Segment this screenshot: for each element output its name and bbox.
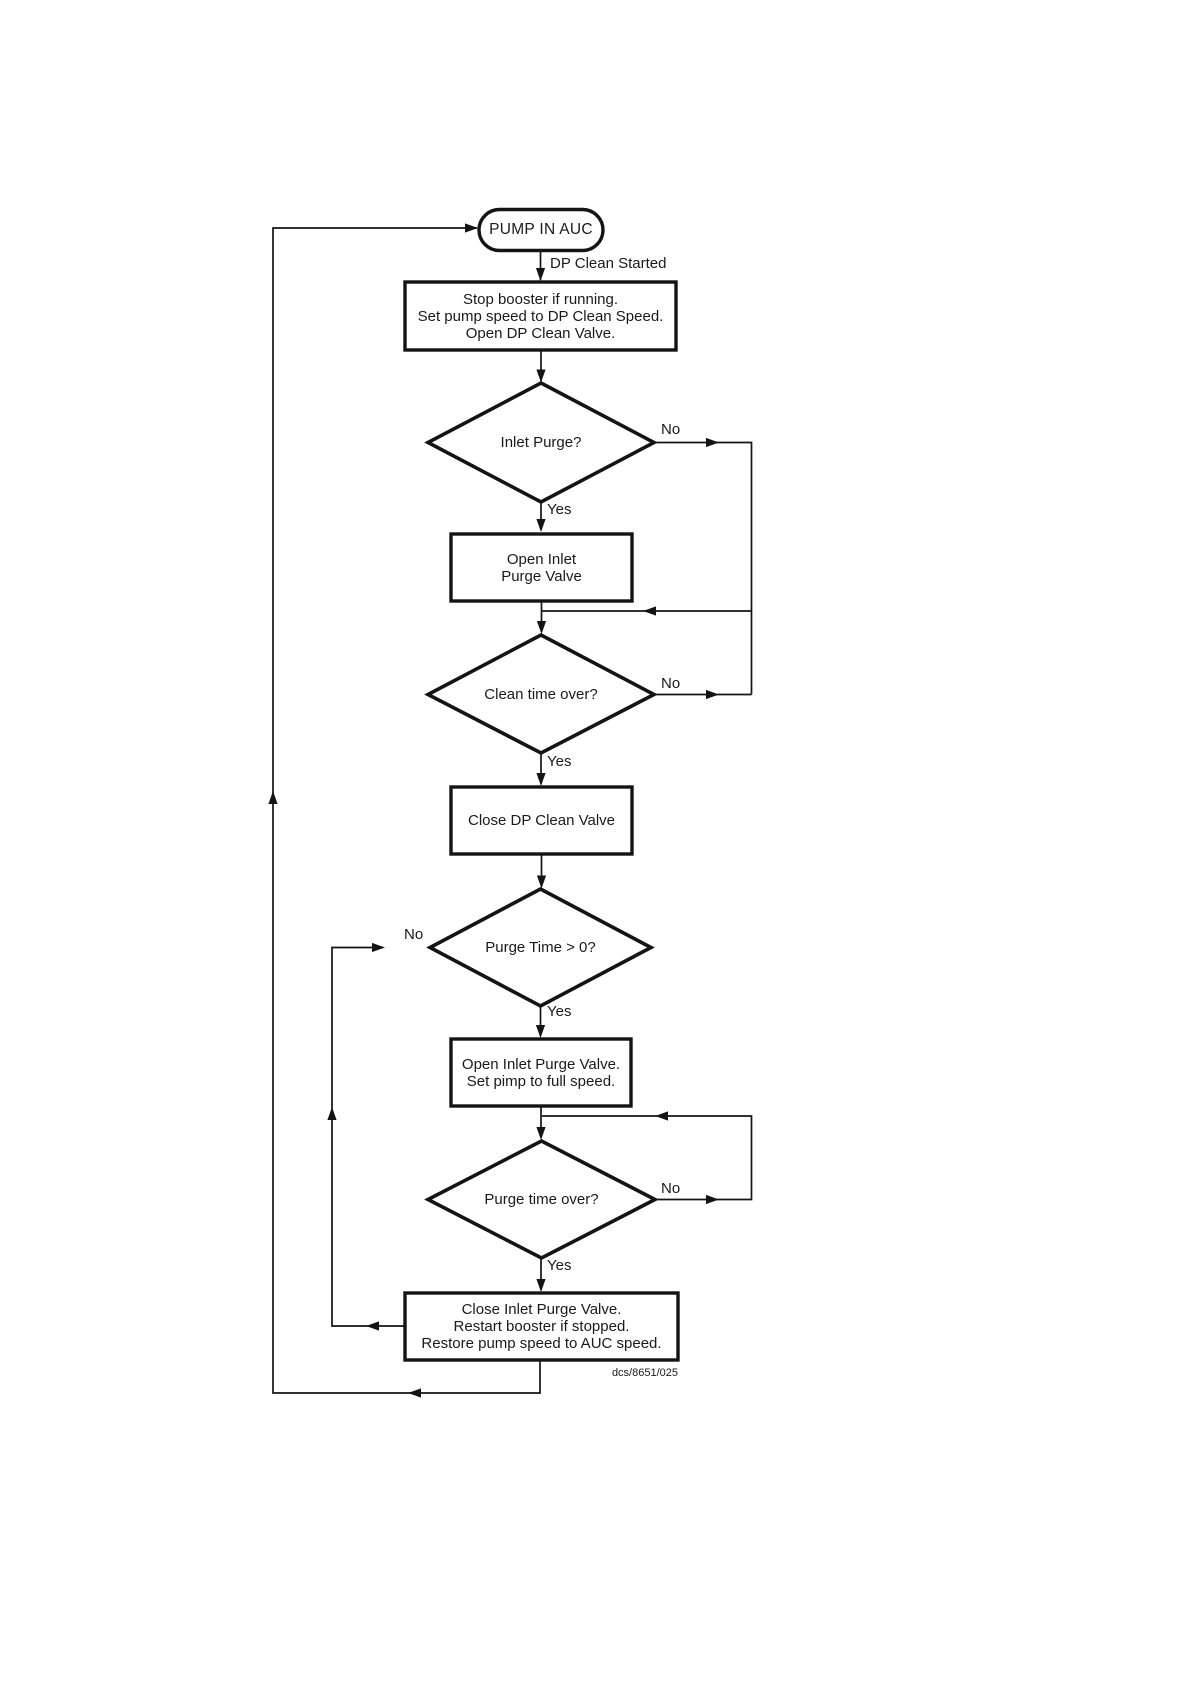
init-line-2: Set pump speed to DP Clean Speed. (417, 307, 664, 325)
purge-time-over-text: Purge time over? (484, 1191, 599, 1208)
arrowhead-icon (535, 1025, 546, 1038)
open-inlet-process-label: Open Inlet Purge Valve (451, 534, 632, 601)
inlet-purge-decision-shape (424, 380, 658, 505)
open-inlet-line-1: Open Inlet (506, 550, 577, 568)
arrowhead-icon (706, 689, 719, 700)
edge-purgeover-no-loop (542, 1115, 753, 1201)
finish-process-shape (403, 1291, 680, 1362)
edge-label-yes-clean-time: Yes (547, 753, 572, 770)
edge-label-yes-purge-time-gt0: Yes (547, 1003, 572, 1020)
node-shapes (403, 207, 680, 1362)
start-terminator-shape (477, 207, 605, 253)
purge-time-gt0-decision-label: Purge Time > 0? (430, 889, 651, 1006)
start-terminator-label: PUMP IN AUC (479, 209, 603, 250)
arrowhead-icon (536, 773, 546, 786)
open-inlet-process-shape (449, 532, 634, 603)
arrowhead-icon (536, 875, 547, 889)
edge-label-no-purge-time-gt0: No (404, 926, 424, 943)
arrowhead-icon (366, 1321, 379, 1331)
purge-time-over-decision-shape (424, 1138, 659, 1261)
init-line-1: Stop booster if running. (462, 290, 619, 308)
arrowhead-icon (327, 1107, 337, 1120)
arrowhead-icon (372, 942, 385, 953)
start-label-text: PUMP IN AUC (489, 221, 593, 238)
inlet-purge-decision-label: Inlet Purge? (428, 383, 654, 502)
arrowhead-icon (536, 1279, 546, 1292)
arrowhead-icon (536, 1127, 546, 1140)
close-dp-process-label: Close DP Clean Valve (451, 787, 632, 854)
edge-label-dp-clean-started: DP Clean Started (550, 255, 667, 272)
close-dp-text: Close DP Clean Valve (467, 812, 616, 829)
purge-time-gt0-text: Purge Time > 0? (485, 939, 596, 956)
open-inlet-full-line-2: Set pimp to full speed. (466, 1072, 616, 1090)
arrowhead-icon (536, 621, 547, 634)
open-inlet-full-process-shape (449, 1037, 633, 1108)
clean-time-text: Clean time over? (484, 685, 598, 703)
arrowhead-icon (536, 369, 546, 383)
init-process-shape (403, 280, 678, 352)
arrowhead-icon (706, 1194, 719, 1205)
purge-time-over-decision-label: Purge time over? (428, 1141, 655, 1258)
finish-line-1: Close Inlet Purge Valve. (461, 1301, 622, 1318)
purge-time-gt0-decision-shape (426, 886, 655, 1009)
open-inlet-line-2: Purge Valve (501, 567, 582, 585)
drawing-reference-number: dcs/8651/025 (611, 1367, 678, 1379)
edge-label-no-clean-time: No (661, 675, 681, 692)
open-inlet-full-process-label: Open Inlet Purge Valve. Set pimp to full… (451, 1039, 631, 1106)
finish-line-3: Restore pump speed to AUC speed. (421, 1335, 662, 1352)
arrowhead-icon (536, 519, 546, 532)
close-dp-process-shape (449, 785, 634, 856)
clean-time-decision-shape (424, 632, 658, 756)
arrowhead-icon (643, 606, 656, 616)
clean-time-decision-label: Clean time over? (428, 635, 654, 753)
edge-label-no-inlet-purge: No (661, 421, 681, 438)
arrowhead-icon (408, 1388, 421, 1398)
init-process-label: Stop booster if running. Set pump speed … (405, 282, 676, 350)
finish-process-label: Close Inlet Purge Valve. Restart booster… (405, 1293, 678, 1360)
arrowhead-icon (706, 437, 719, 448)
arrowheads (268, 223, 719, 1398)
arrowhead-icon (465, 223, 478, 233)
edge-label-yes-purge-time-over: Yes (547, 1257, 572, 1274)
open-inlet-full-line-1: Open Inlet Purge Valve. (461, 1055, 621, 1073)
edge-finish-to-start (272, 227, 541, 1394)
finish-line-2: Restart booster if stopped. (453, 1318, 630, 1335)
inlet-purge-text: Inlet Purge? (500, 434, 582, 451)
init-line-3: Open DP Clean Valve. (465, 324, 616, 342)
edge-inletpurge-no (654, 441, 753, 695)
arrowhead-icon (655, 1111, 668, 1121)
arrowhead-icon (268, 791, 278, 804)
edge-label-no-purge-time-over: No (661, 1180, 681, 1197)
edge-label-yes-inlet-purge: Yes (547, 501, 572, 518)
edge-finish-left-to-purgetimegt0 (331, 946, 405, 1327)
arrowhead-icon (535, 268, 546, 281)
